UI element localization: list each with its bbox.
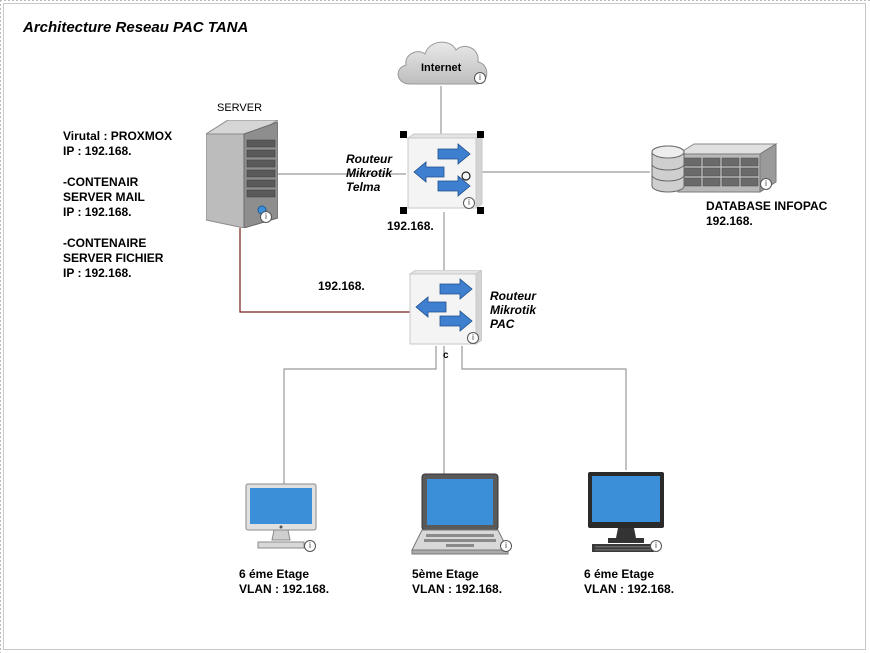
server-detail-line: -CONTENAIR bbox=[63, 175, 139, 189]
server-detail-line: IP : 192.168. bbox=[63, 144, 132, 158]
client-floor-label: 6 éme Etage bbox=[584, 567, 655, 581]
info-icon[interactable]: i bbox=[304, 540, 316, 552]
database-name: DATABASE INFOPAC bbox=[706, 199, 828, 213]
database-ip: 192.168. bbox=[706, 214, 753, 228]
router-telma-ip: 192.168. bbox=[387, 219, 434, 233]
server-detail-line: SERVER MAIL bbox=[63, 190, 145, 204]
server-details: Virutal : PROXMOX IP : 192.168. -CONTENA… bbox=[63, 129, 172, 281]
server-heading: SERVER bbox=[217, 102, 263, 114]
router-pac-line: PAC bbox=[490, 317, 515, 331]
internet-label: Internet bbox=[421, 62, 462, 74]
info-icon[interactable]: i bbox=[500, 540, 512, 552]
server-detail-line: SERVER FICHIER bbox=[63, 251, 164, 265]
link-pac-client3 bbox=[461, 346, 627, 470]
router-pac-port-label: c bbox=[443, 350, 449, 361]
info-icon[interactable]: i bbox=[760, 178, 772, 190]
router-telma-label: Routeur Mikrotik Telma bbox=[346, 152, 392, 194]
router-pac-line: Routeur bbox=[490, 289, 536, 303]
client-vlan-label: VLAN : 192.168. bbox=[584, 582, 675, 596]
client-floor-label: 5ème Etage bbox=[412, 567, 479, 581]
link-pac-client1 bbox=[283, 346, 437, 484]
laptop-icon[interactable] bbox=[410, 472, 510, 556]
info-icon[interactable]: i bbox=[463, 197, 475, 209]
info-icon[interactable]: i bbox=[474, 72, 486, 84]
router-telma-icon[interactable] bbox=[400, 131, 484, 215]
monitor-icon[interactable] bbox=[586, 470, 670, 556]
router-pac-line: Mikrotik bbox=[490, 303, 537, 317]
client-floor-label: 6 éme Etage bbox=[239, 567, 310, 581]
link-server-pac-label: 192.168. bbox=[318, 279, 365, 293]
info-icon[interactable]: i bbox=[650, 540, 662, 552]
server-detail-line: -CONTENAIRE bbox=[63, 236, 147, 250]
client-vlan-label: VLAN : 192.168. bbox=[239, 582, 330, 596]
server-tower-icon[interactable] bbox=[206, 120, 278, 228]
database-storage-icon[interactable] bbox=[648, 142, 778, 196]
router-pac-label: Routeur Mikrotik PAC bbox=[490, 289, 536, 331]
router-telma-line: Telma bbox=[346, 180, 381, 194]
internet-cloud-icon[interactable] bbox=[392, 34, 492, 90]
server-detail-line bbox=[63, 220, 172, 236]
server-detail-line: IP : 192.168. bbox=[63, 266, 132, 280]
router-pac-icon[interactable] bbox=[408, 270, 482, 346]
desktop-computer-icon[interactable] bbox=[244, 482, 324, 554]
diagram-title: Architecture Reseau PAC TANA bbox=[23, 19, 249, 36]
router-telma-line: Mikrotik bbox=[346, 166, 393, 180]
server-detail-line: IP : 192.168. bbox=[63, 205, 132, 219]
link-server-pac bbox=[239, 228, 411, 313]
router-telma-line: Routeur bbox=[346, 152, 392, 166]
client-vlan-label: VLAN : 192.168. bbox=[412, 582, 503, 596]
server-detail-line: Virutal : PROXMOX bbox=[63, 129, 173, 143]
info-icon[interactable]: i bbox=[260, 211, 272, 223]
info-icon[interactable]: i bbox=[467, 332, 479, 344]
server-detail-line bbox=[63, 159, 172, 175]
